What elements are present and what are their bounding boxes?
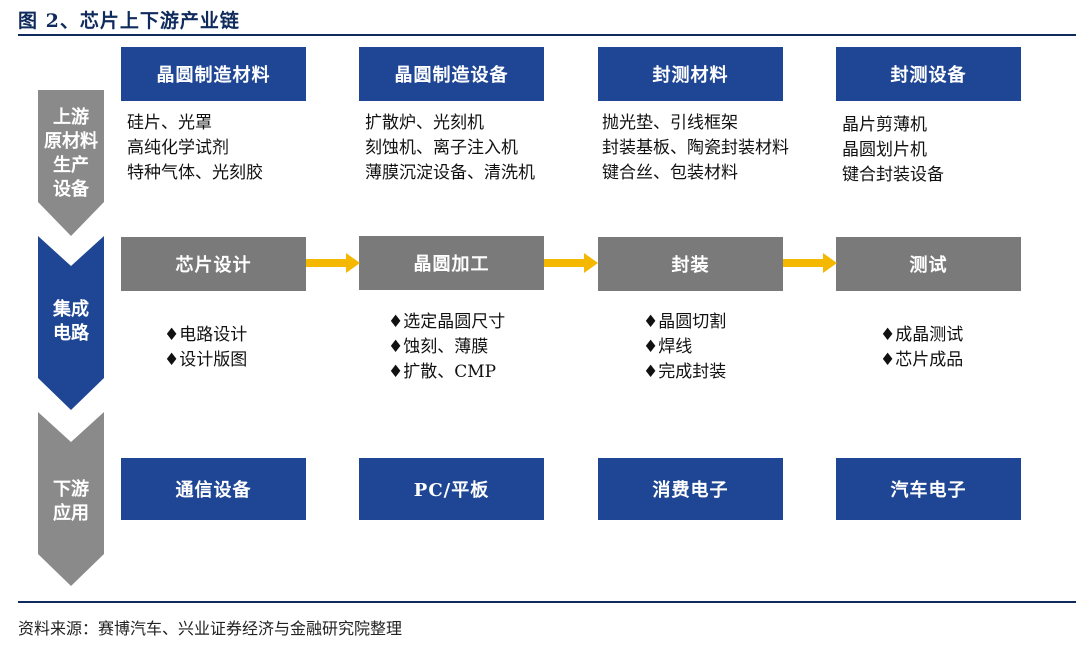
downstream-app-pc-tablet: PC/平板 bbox=[359, 458, 544, 520]
flow-arrow-1 bbox=[306, 253, 360, 273]
downstream-app-consumer-electronics: 消费电子 bbox=[598, 458, 783, 520]
ic-items-testing: ♦成晶测试 ♦芯片成品 bbox=[880, 323, 963, 373]
stage-chevron-upstream bbox=[38, 90, 104, 236]
list-item: ♦设计版图 bbox=[164, 350, 248, 370]
upstream-items-wafer-materials: 硅片、光罩 高纯化学试剂 特种气体、光刻胶 bbox=[127, 111, 263, 186]
list-item: ♦芯片成品 bbox=[880, 350, 964, 370]
list-item: 薄膜沉淀设备、清洗机 bbox=[365, 163, 535, 183]
ic-items-packaging: ♦晶圆切割 ♦焊线 ♦完成封装 bbox=[643, 310, 726, 385]
upstream-items-packaging-materials: 抛光垫、引线框架 封装基板、陶瓷封装材料 键合丝、包装材料 bbox=[602, 111, 789, 186]
list-item: 扩散炉、光刻机 bbox=[365, 113, 484, 133]
bottom-rule bbox=[18, 601, 1076, 603]
ic-step-testing: 测试 bbox=[836, 237, 1021, 291]
upstream-items-packaging-equipment: 晶片剪薄机 晶圆划片机 键合封装设备 bbox=[842, 113, 944, 188]
upstream-items-wafer-equipment: 扩散炉、光刻机 刻蚀机、离子注入机 薄膜沉淀设备、清洗机 bbox=[365, 111, 535, 186]
stage-label-upstream: 上游 原材料 生产 设备 bbox=[44, 107, 98, 200]
flow-arrow-3 bbox=[783, 253, 837, 273]
list-item: ♦扩散、CMP bbox=[388, 362, 497, 382]
list-item: 晶片剪薄机 bbox=[842, 115, 927, 135]
list-item: 特种气体、光刻胶 bbox=[127, 163, 263, 183]
ic-items-wafer-processing: ♦选定晶圆尺寸 ♦蚀刻、薄膜 ♦扩散、CMP bbox=[388, 310, 505, 385]
list-item: 封装基板、陶瓷封装材料 bbox=[602, 138, 789, 158]
list-item: ♦焊线 bbox=[643, 337, 693, 357]
list-item: ♦完成封装 bbox=[643, 362, 727, 382]
flow-arrow-2 bbox=[544, 253, 598, 273]
list-item: 抛光垫、引线框架 bbox=[602, 113, 738, 133]
list-item: ♦电路设计 bbox=[164, 325, 248, 345]
ic-items-chip-design: ♦电路设计 ♦设计版图 bbox=[164, 323, 247, 373]
list-item: ♦蚀刻、薄膜 bbox=[388, 337, 489, 357]
ic-step-wafer-processing: 晶圆加工 bbox=[359, 236, 544, 290]
list-item: ♦选定晶圆尺寸 bbox=[388, 312, 506, 332]
list-item: 晶圆划片机 bbox=[842, 140, 927, 160]
list-item: 键合封装设备 bbox=[842, 165, 944, 185]
stage-chevron-downstream bbox=[38, 412, 104, 586]
downstream-app-communication: 通信设备 bbox=[121, 458, 306, 520]
figure-title: 图 2、芯片上下游产业链 bbox=[18, 10, 240, 32]
upstream-header-packaging-equipment: 封测设备 bbox=[836, 47, 1021, 101]
list-item: 高纯化学试剂 bbox=[127, 138, 229, 158]
list-item: 刻蚀机、离子注入机 bbox=[365, 138, 518, 158]
upstream-header-packaging-materials: 封测材料 bbox=[598, 47, 783, 101]
top-rule bbox=[18, 34, 1076, 36]
stage-label-downstream: 下游 应用 bbox=[53, 479, 89, 524]
stage-label-ic: 集成 电路 bbox=[53, 299, 89, 344]
ic-step-chip-design: 芯片设计 bbox=[121, 237, 306, 291]
ic-step-packaging: 封装 bbox=[598, 237, 783, 291]
list-item: ♦成晶测试 bbox=[880, 325, 964, 345]
stage-chevron-ic bbox=[38, 236, 104, 410]
upstream-header-wafer-materials: 晶圆制造材料 bbox=[121, 47, 306, 101]
list-item: 键合丝、包装材料 bbox=[602, 163, 738, 183]
source-note: 资料来源：赛博汽车、兴业证券经济与金融研究院整理 bbox=[18, 619, 403, 638]
list-item: ♦晶圆切割 bbox=[643, 312, 727, 332]
upstream-header-wafer-equipment: 晶圆制造设备 bbox=[359, 47, 544, 101]
downstream-app-automotive-electronics: 汽车电子 bbox=[836, 458, 1021, 520]
list-item: 硅片、光罩 bbox=[127, 113, 212, 133]
